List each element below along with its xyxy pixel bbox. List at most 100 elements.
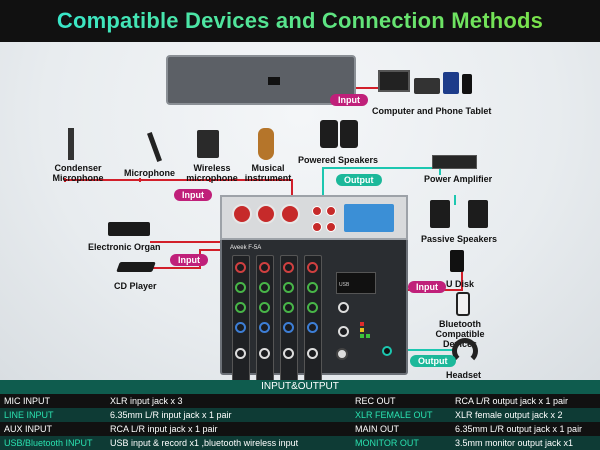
row-3-output-name: MAIN OUT [355, 424, 399, 434]
mixer-brand-name: Aveek [230, 245, 247, 251]
channel-strip-4 [304, 255, 322, 380]
udisk-icon [450, 250, 464, 272]
table-row: USB/Bluetooth INPUT USB input & record x… [0, 436, 600, 450]
guitar-icon [258, 128, 274, 160]
xlr-input-1-icon [232, 204, 252, 224]
xlr-input-2-icon [256, 204, 276, 224]
passive-speakers-label: Passive Speakers [421, 234, 498, 244]
mixer-model: F-5A [248, 245, 262, 251]
input-tag-organ-cd: Input [170, 254, 208, 266]
eq-low-knob-1[interactable] [235, 302, 246, 313]
fx-knob-2[interactable] [259, 322, 270, 333]
gain-knob-4[interactable] [307, 262, 318, 273]
wireless-mic-label: Wireless microphone [186, 163, 238, 183]
microphone-label: Microphone [124, 168, 175, 178]
table-row: MIC INPUT XLR input jack x 3 REC OUT RCA… [0, 394, 600, 408]
rca-r-icon [326, 222, 336, 232]
row-1-output-spec: RCA L/R output jack x 1 pair [455, 396, 569, 406]
row-4-input-spec: USB input & record x1 ,bluetooth wireles… [110, 438, 299, 448]
wireless-mic-icon [197, 130, 219, 158]
rca-l-icon [312, 222, 322, 232]
power-amplifier-icon [432, 155, 477, 169]
fx-knob-3[interactable] [283, 322, 294, 333]
eq-low-knob-4[interactable] [307, 302, 318, 313]
condenser-mic-label: Condenser Microphone [52, 163, 104, 183]
io-spec-table: INPUT&OUTPUT MIC INPUT XLR input jack x … [0, 380, 600, 450]
gain-knob-3[interactable] [283, 262, 294, 273]
row-2-output-name: XLR FEMALE OUT [355, 410, 433, 420]
organ-label: Electronic Organ [88, 242, 161, 252]
level-knob-2[interactable] [259, 348, 270, 359]
level-meter [360, 322, 374, 342]
instrument-label: Musical instrument [244, 163, 292, 183]
meter-led-green-2 [366, 334, 370, 338]
output-tag-headset: Output [410, 355, 456, 367]
headset-label: Headset [446, 370, 482, 380]
line-input-r-icon [326, 206, 336, 216]
channel-strip-1 [232, 255, 250, 380]
usb-player-label: USB [339, 282, 350, 288]
mixer-brand: Aveek F-5A [230, 245, 261, 251]
row-2-input-spec: 6.35mm L/R input jack x 1 pair [110, 410, 232, 420]
channel-strip-3 [280, 255, 298, 380]
meter-led-yellow [360, 328, 364, 332]
eq-low-knob-2[interactable] [259, 302, 270, 313]
channel-strip-2 [256, 255, 274, 380]
input-tag-udisk: Input [408, 281, 446, 293]
level-knob-4[interactable] [307, 348, 318, 359]
powered-speakers-label: Powered Speakers [298, 155, 379, 165]
eq-low-knob-3[interactable] [283, 302, 294, 313]
meter-led-green-1 [360, 334, 364, 338]
row-1-output-name: REC OUT [355, 396, 396, 406]
power-amplifier-label: Power Amplifier [424, 174, 493, 184]
row-3-input-spec: RCA L/R input jack x 1 pair [110, 424, 218, 434]
monitor-icon [378, 70, 410, 92]
fx-knob-1[interactable] [235, 322, 246, 333]
eq-high-knob-2[interactable] [259, 282, 270, 293]
title-bar: Compatible Devices and Connection Method… [0, 0, 600, 42]
row-3-output-spec: 6.35mm L/R output jack x 1 pair [455, 424, 583, 434]
page-title: Compatible Devices and Connection Method… [56, 8, 544, 33]
row-1-input-spec: XLR input jack x 3 [110, 396, 183, 406]
input-tag-computer: Input [330, 94, 368, 106]
gain-knob-1[interactable] [235, 262, 246, 273]
table-row: AUX INPUT RCA L/R input jack x 1 pair MA… [0, 422, 600, 436]
row-4-output-name: MONITOR OUT [355, 438, 419, 448]
level-knob-1[interactable] [235, 348, 246, 359]
input-tag-mics: Input [174, 189, 212, 201]
usb-player-display: USB [336, 272, 376, 294]
eq-high-knob-1[interactable] [235, 282, 246, 293]
eq-high-knob-4[interactable] [307, 282, 318, 293]
line-input-l-icon [312, 206, 322, 216]
passive-speaker-left-icon [430, 200, 450, 228]
computer-label: Computer and Phone Tablet [372, 106, 492, 116]
usb-audio-interface [166, 55, 356, 105]
xlr-input-3-icon [280, 204, 300, 224]
cd-player-icon [116, 262, 156, 272]
laptop-icon [414, 78, 440, 94]
organ-icon [108, 222, 150, 236]
level-knob-3[interactable] [283, 348, 294, 359]
io-table-heading: INPUT&OUTPUT [0, 380, 600, 394]
row-1-input-name: MIC INPUT [4, 396, 50, 406]
eq-high-knob-3[interactable] [283, 282, 294, 293]
row-2-input-name: LINE INPUT [4, 410, 54, 420]
xlr-output-panel [344, 204, 394, 232]
table-row: LINE INPUT 6.35mm L/R input jack x 1 pai… [0, 408, 600, 422]
condenser-mic-icon [68, 128, 74, 160]
headphone-jack [382, 346, 392, 356]
power-button[interactable] [336, 348, 348, 360]
fx-knob-4[interactable] [307, 322, 318, 333]
passive-speaker-right-icon [468, 200, 488, 228]
gain-knob-2[interactable] [259, 262, 270, 273]
tablet-icon [443, 72, 459, 94]
row-3-input-name: AUX INPUT [4, 424, 53, 434]
output-tag-speakers: Output [336, 174, 382, 186]
master-knob[interactable] [338, 302, 349, 313]
meter-led-red [360, 322, 364, 326]
powered-speaker-right-icon [340, 120, 358, 148]
powered-speaker-left-icon [320, 120, 338, 148]
row-4-output-spec: 3.5mm monitor output jack x1 [455, 438, 574, 448]
phone-icon [462, 74, 472, 94]
monitor-knob[interactable] [338, 326, 349, 337]
